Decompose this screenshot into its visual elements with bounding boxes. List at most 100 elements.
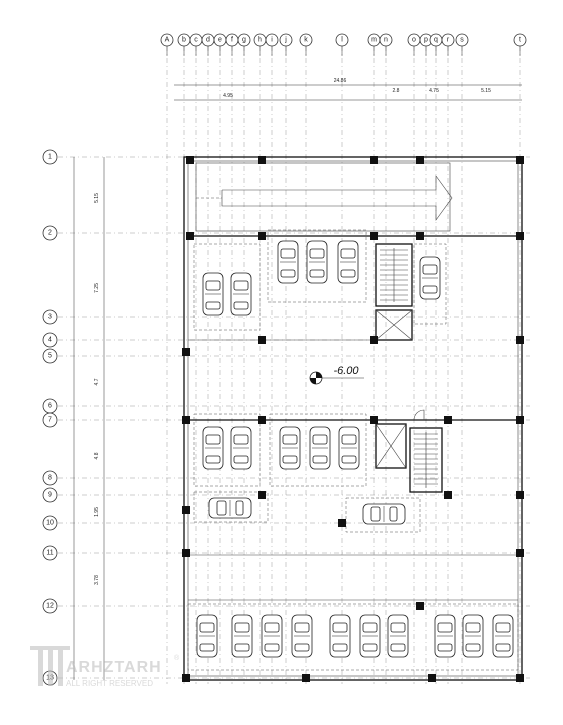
column-axis-label: i xyxy=(271,37,273,44)
left-dimension-5: 1.95 xyxy=(94,507,100,517)
column xyxy=(516,156,524,164)
row-axis-bubble: 12 xyxy=(42,598,58,614)
column-axis-label: o xyxy=(412,37,416,44)
left-dimension-3: 4.7 xyxy=(94,378,100,385)
column-axis-bubble: g xyxy=(237,33,251,56)
top-dimension-2: 2.8 xyxy=(393,88,400,94)
parked-car xyxy=(231,614,253,658)
column xyxy=(182,506,190,514)
parked-car xyxy=(277,240,299,284)
column-axis-label: q xyxy=(434,37,438,44)
building-walls xyxy=(183,156,523,681)
column xyxy=(302,674,310,682)
column-axis-bubble: d xyxy=(201,33,215,56)
column-axis-bubble: q xyxy=(429,33,443,56)
column-axis-label: g xyxy=(242,37,246,44)
parked-car xyxy=(419,256,441,300)
top-dimension-chain: 24.86 4.95 2.8 4.75 5.15 xyxy=(174,78,522,101)
row-axis-bubble: 1 xyxy=(42,149,58,165)
column xyxy=(182,674,190,682)
watermark-registered: ® xyxy=(174,654,180,662)
top-dimension-3: 4.75 xyxy=(429,88,439,94)
column-axis-label: c xyxy=(194,37,198,44)
column-axis-label: r xyxy=(447,37,450,44)
parking-bays xyxy=(187,229,519,671)
row-axis-bubble: 3 xyxy=(42,309,58,325)
column-axis-bubble: s xyxy=(455,33,469,56)
column xyxy=(182,416,190,424)
row-axis-label: 8 xyxy=(48,475,52,482)
column xyxy=(416,602,424,610)
watermark-brand: ARHZTARH xyxy=(66,659,162,676)
row-axis-label: 5 xyxy=(48,353,52,360)
parked-car xyxy=(208,497,252,519)
row-axis-bubble: 6 xyxy=(42,398,58,414)
parked-car xyxy=(329,614,351,658)
parked-car xyxy=(434,614,456,658)
column xyxy=(516,491,524,499)
parked-car xyxy=(196,614,218,658)
column xyxy=(258,416,266,424)
column-axis-label: f xyxy=(231,37,233,44)
row-axis-label: 10 xyxy=(46,520,54,527)
column-axis-bubble: r xyxy=(441,33,455,56)
column-axis-bubble: l xyxy=(335,33,349,56)
left-dimension-4: 4.8 xyxy=(94,452,100,459)
level-marker: -6.00 xyxy=(309,365,364,385)
parked-car xyxy=(306,240,328,284)
row-axis-bubbles: 12345678910111213 xyxy=(42,149,58,686)
cars-layer xyxy=(196,240,514,658)
row-axis-label: 7 xyxy=(48,417,52,424)
parked-car xyxy=(309,426,331,470)
left-dimension-chain: 5.15 7.25 4.7 4.8 1.95 3.78 xyxy=(73,157,105,680)
column-axis-label: k xyxy=(304,37,308,44)
column xyxy=(516,336,524,344)
column xyxy=(516,232,524,240)
row-axis-label: 12 xyxy=(46,603,54,610)
column-axis-label: p xyxy=(424,37,428,44)
column-axis-label: d xyxy=(206,37,210,44)
column-axis-label: n xyxy=(384,37,388,44)
left-dimension-1: 5.15 xyxy=(94,193,100,203)
column xyxy=(258,491,266,499)
column-axis-bubble: j xyxy=(279,33,293,56)
column-axis-label: m xyxy=(371,37,377,44)
column-axis-label: s xyxy=(460,37,464,44)
parked-car xyxy=(230,426,252,470)
column xyxy=(516,416,524,424)
column xyxy=(258,232,266,240)
parked-car xyxy=(462,614,484,658)
row-axis-bubble: 7 xyxy=(42,412,58,428)
column xyxy=(258,156,266,164)
column xyxy=(428,674,436,682)
row-axis-bubble: 9 xyxy=(42,487,58,503)
column xyxy=(416,232,424,240)
column xyxy=(258,336,266,344)
parked-car xyxy=(387,614,409,658)
column-axis-label: j xyxy=(284,37,287,44)
structural-columns xyxy=(182,156,524,682)
row-axis-label: 11 xyxy=(46,550,53,557)
lower-stair-core xyxy=(375,409,443,493)
column xyxy=(370,416,378,424)
column-axis-bubble: A xyxy=(160,33,174,56)
column xyxy=(444,416,452,424)
column-axis-label: b xyxy=(182,37,186,44)
watermark-tagline: ALL RIGHT RESERVED xyxy=(66,679,153,688)
column-axis-bubble: n xyxy=(379,33,393,56)
upper-stair-core xyxy=(375,243,413,341)
left-dimension-6: 3.78 xyxy=(94,575,100,585)
column xyxy=(186,156,194,164)
column-axis-label: A xyxy=(165,37,170,44)
row-axis-label: 9 xyxy=(48,492,52,499)
column xyxy=(416,156,424,164)
parked-car xyxy=(202,426,224,470)
column xyxy=(516,549,524,557)
parked-car xyxy=(202,272,224,316)
parked-car xyxy=(359,614,381,658)
row-axis-label: 2 xyxy=(48,230,52,237)
column-axis-bubble: i xyxy=(265,33,279,56)
